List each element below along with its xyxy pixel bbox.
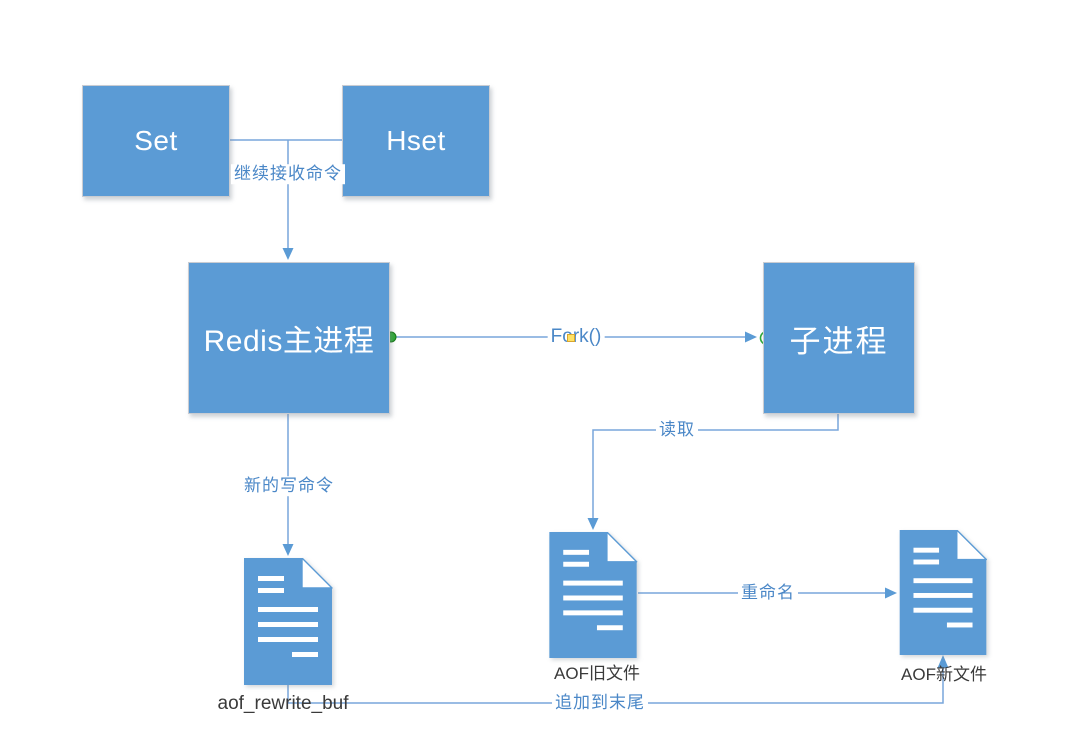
- connector-label-fork: Fork(): [547, 326, 605, 348]
- doc-aof-new-file[interactable]: [899, 529, 988, 660]
- doc-label-aof-old-file: AOF旧文件: [554, 664, 640, 684]
- connector-label-rename: 重命名: [738, 583, 798, 603]
- node-hset[interactable]: Hset: [342, 85, 490, 197]
- connector-keep-receiving-line[interactable]: [228, 139, 342, 250]
- node-child-process[interactable]: 子进程: [763, 262, 915, 414]
- connector-read-line[interactable]: [592, 412, 839, 520]
- node-hset-label: Hset: [386, 125, 446, 156]
- arrowhead-keep-receiving[interactable]: [282, 248, 294, 260]
- arrowhead-read[interactable]: [587, 518, 599, 530]
- document-text-lines: [563, 549, 623, 631]
- arrowhead-append[interactable]: [937, 655, 949, 668]
- document-icon: [549, 531, 638, 658]
- doc-label-aof-new-file: AOF新文件: [901, 665, 987, 685]
- connector-label-keep-receiving: 继续接收命令: [231, 164, 345, 184]
- connector-label-new-write: 新的写命令: [241, 476, 337, 496]
- document-fold-corner: [301, 557, 333, 589]
- connector-label-read: 读取: [656, 420, 698, 440]
- document-fold-corner: [606, 531, 638, 563]
- document-text-lines: [913, 547, 973, 628]
- document-icon: [244, 557, 333, 685]
- doc-label-aof-rewrite-buf: aof_rewrite_buf: [217, 693, 349, 715]
- connector-label-append-to-end: 追加到末尾: [552, 693, 648, 713]
- doc-aof-old-file[interactable]: [549, 531, 638, 663]
- document-fold-corner: [956, 529, 988, 561]
- arrowhead-rename[interactable]: [885, 587, 897, 599]
- arrowhead-new-write[interactable]: [282, 544, 294, 556]
- document-icon: [899, 529, 988, 655]
- connection-point-yellow-marker[interactable]: [567, 334, 575, 342]
- node-set[interactable]: Set: [82, 85, 230, 197]
- node-redis-main-label: Redis主进程: [203, 325, 375, 358]
- node-child-process-label: 子进程: [789, 323, 889, 359]
- arrowhead-fork[interactable]: [745, 331, 757, 343]
- node-redis-main-process[interactable]: Redis主进程: [188, 262, 390, 414]
- node-set-label: Set: [134, 125, 178, 156]
- doc-aof-rewrite-buf[interactable]: [244, 557, 333, 690]
- document-text-lines: [258, 576, 318, 657]
